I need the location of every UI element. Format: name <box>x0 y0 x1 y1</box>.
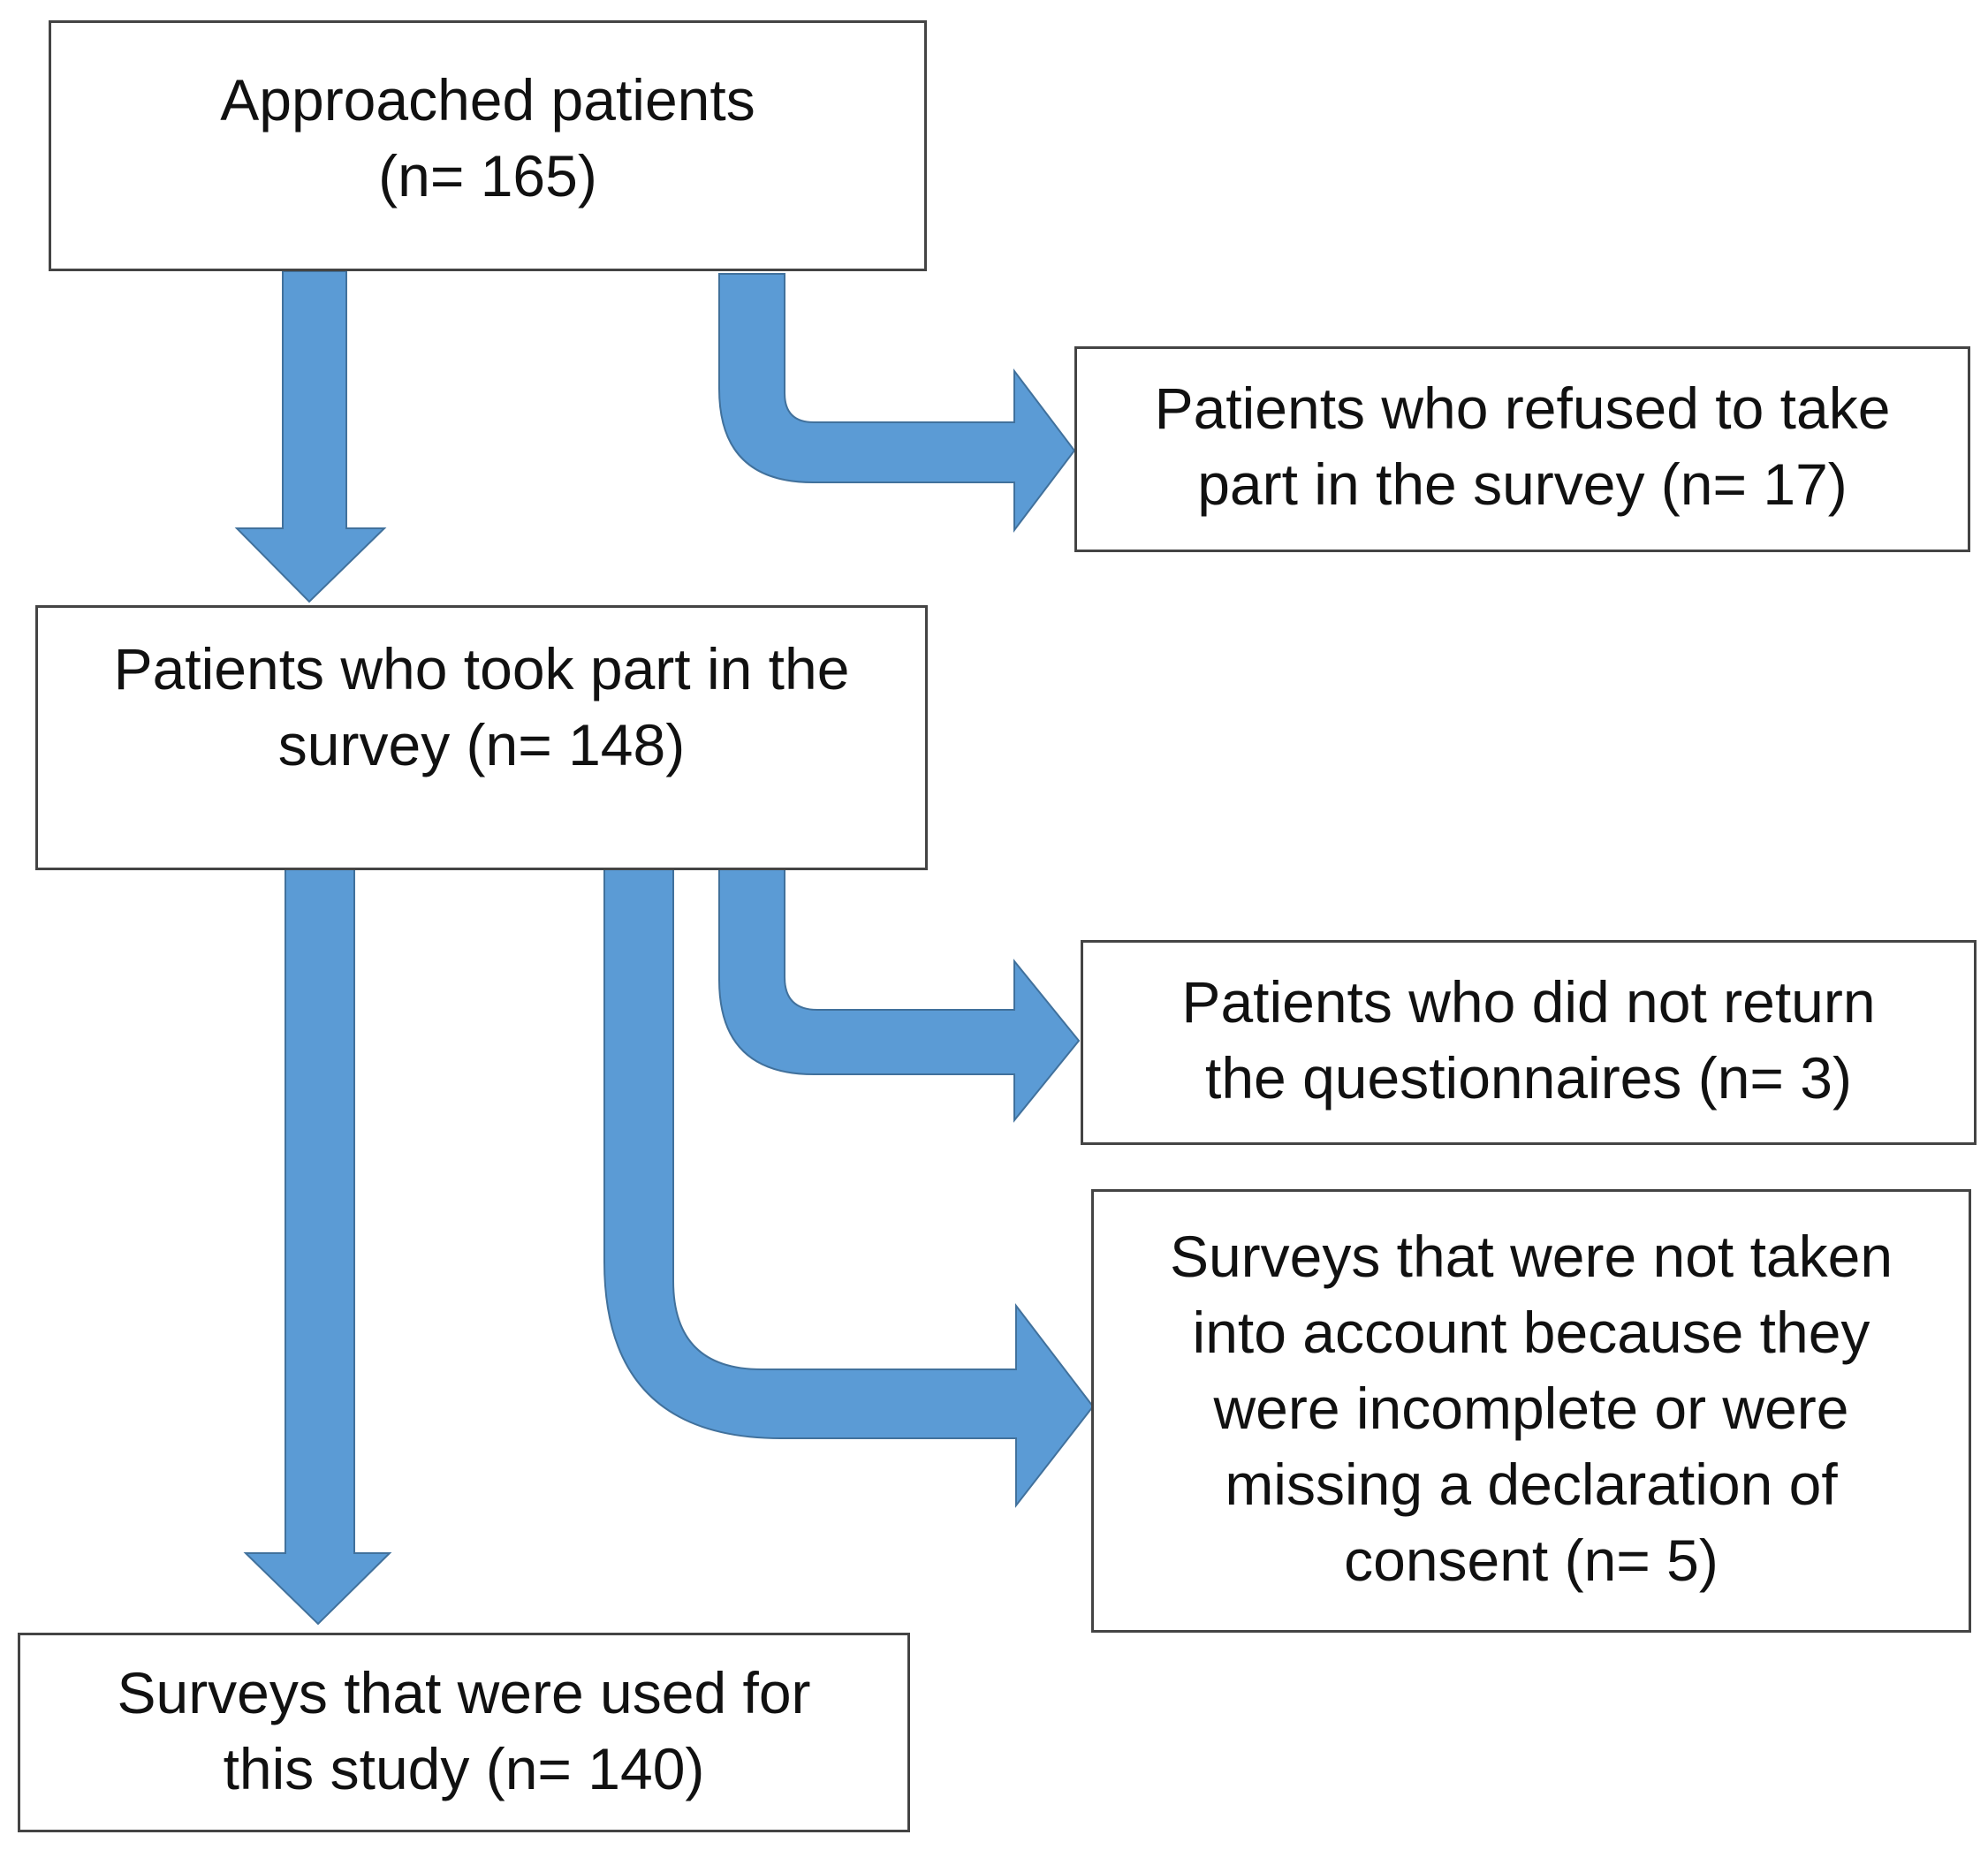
refused-patients-text: Patients who refused to take part in the… <box>1155 370 1891 522</box>
refused-line-1: Patients who refused to take <box>1154 375 1891 441</box>
arrow-took-part-to-not-returned <box>718 865 1081 1123</box>
used-surveys-box: Surveys that were used for this study (n… <box>18 1633 910 1832</box>
approached-line-1: Approached patients <box>220 67 755 133</box>
approached-patients-box: Approached patients (n= 165) <box>49 20 927 271</box>
not-returned-line-1: Patients who did not return <box>1181 969 1876 1035</box>
arrow-took-part-to-incomplete <box>603 863 1095 1508</box>
incomplete-surveys-text: Surveys that were not taken into account… <box>1170 1218 1893 1598</box>
arrow-approached-to-took-part <box>234 270 387 603</box>
used-line-1: Surveys that were used for <box>117 1660 811 1725</box>
incomplete-line-5: consent (n= 5) <box>1344 1528 1719 1593</box>
took-part-patients-text: Patients who took part in the survey (n=… <box>114 631 850 783</box>
incomplete-line-1: Surveys that were not taken <box>1169 1224 1893 1289</box>
not-returned-line-2: the questionnaires (n= 3) <box>1205 1045 1852 1111</box>
incomplete-line-4: missing a declaration of <box>1225 1452 1838 1517</box>
used-line-2: this study (n= 140) <box>223 1736 705 1801</box>
arrow-took-part-to-used <box>243 863 392 1626</box>
approached-line-2: (n= 165) <box>378 143 597 209</box>
incomplete-surveys-box: Surveys that were not taken into account… <box>1091 1189 1971 1633</box>
used-surveys-text: Surveys that were used for this study (n… <box>117 1655 810 1807</box>
not-returned-text: Patients who did not return the question… <box>1181 964 1875 1116</box>
took-part-patients-box: Patients who took part in the survey (n=… <box>35 605 928 870</box>
approached-patients-text: Approached patients (n= 165) <box>220 62 755 214</box>
refused-patients-box: Patients who refused to take part in the… <box>1074 346 1970 552</box>
not-returned-box: Patients who did not return the question… <box>1081 940 1977 1145</box>
arrow-approached-to-refused <box>718 273 1076 533</box>
incomplete-line-2: into account because they <box>1192 1300 1870 1365</box>
incomplete-line-3: were incomplete or were <box>1213 1376 1849 1441</box>
refused-line-2: part in the survey (n= 17) <box>1197 451 1848 517</box>
took-part-line-2: survey (n= 148) <box>277 712 686 777</box>
took-part-line-1: Patients who took part in the <box>113 636 850 701</box>
